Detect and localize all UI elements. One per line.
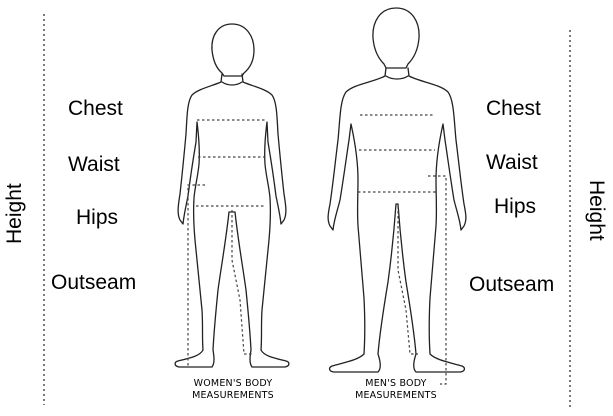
- right-outseam-label: Outseam: [469, 273, 554, 297]
- left-height-label: Height: [3, 184, 27, 244]
- women-inseam-line: [232, 210, 252, 354]
- women-collar: [222, 82, 242, 85]
- men-figure: [328, 8, 466, 372]
- men-caption: MEN'S BODY MEASUREMENTS: [346, 378, 446, 402]
- women-figure: [175, 24, 289, 367]
- women-caption-line2: MEASUREMENTS: [178, 390, 288, 402]
- men-caption-line2: MEASUREMENTS: [346, 390, 446, 402]
- men-caption-line1: MEN'S BODY: [346, 378, 446, 390]
- men-body-outline: [328, 68, 466, 372]
- women-caption: WOMEN'S BODY MEASUREMENTS: [178, 378, 288, 402]
- women-head: [212, 24, 254, 76]
- left-waist-label: Waist: [68, 153, 120, 177]
- women-measure-lines: [188, 120, 267, 366]
- right-height-label: Height: [584, 180, 608, 240]
- right-waist-label: Waist: [486, 151, 538, 175]
- men-inseam-line: [398, 206, 418, 354]
- left-chest-label: Chest: [68, 97, 123, 121]
- left-hips-label: Hips: [76, 206, 118, 230]
- men-collar: [386, 76, 408, 79]
- women-caption-line1: WOMEN'S BODY: [178, 378, 288, 390]
- right-hips-label: Hips: [494, 195, 536, 219]
- men-head: [373, 8, 419, 68]
- right-chest-label: Chest: [486, 97, 541, 121]
- left-outseam-label: Outseam: [51, 271, 136, 295]
